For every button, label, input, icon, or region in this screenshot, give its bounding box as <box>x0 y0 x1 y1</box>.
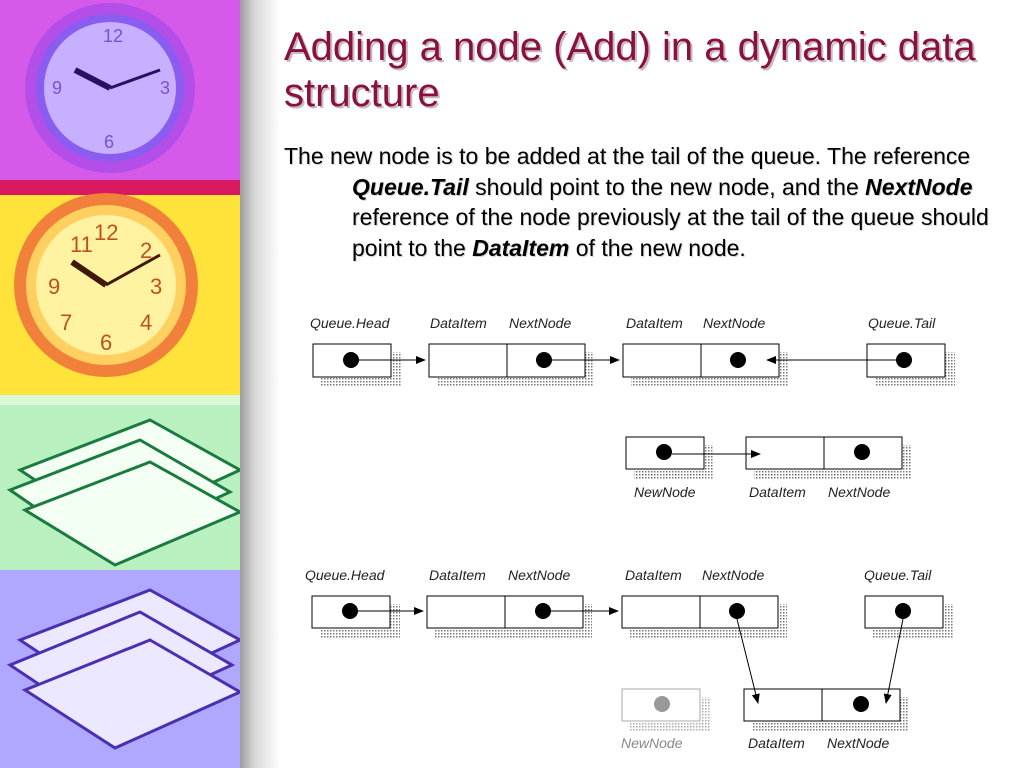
pointer-dot <box>853 696 869 712</box>
queue-tail-box <box>864 595 953 638</box>
slide-title: Adding a node (Add) in a dynamic data st… <box>284 25 976 115</box>
pointer-dot <box>729 603 745 619</box>
pointer-dot <box>896 352 912 368</box>
svg-text:9: 9 <box>48 274 60 299</box>
svg-text:3: 3 <box>160 78 170 98</box>
arrow-tail-to-new-node <box>883 618 904 704</box>
queue-head-box <box>311 595 400 638</box>
term-nextnode: NextNode <box>865 173 973 200</box>
clock-and-papers-illustration: 12 3 6 9 12 3 6 9 11 2 7 4 <box>0 0 242 768</box>
svg-text:11: 11 <box>70 232 93 257</box>
pointer-dot <box>342 603 358 619</box>
svg-text:6: 6 <box>100 330 112 355</box>
pointer-dot-faded <box>654 696 670 712</box>
label-new-nextnode: NextNode <box>828 484 890 500</box>
node2-box <box>622 343 788 386</box>
label-queue-head: Queue.Head <box>305 567 386 583</box>
label-new-dataitem: DataItem <box>748 735 805 751</box>
node2-box <box>621 595 787 638</box>
svg-text:12: 12 <box>103 26 123 46</box>
svg-text:4: 4 <box>140 310 152 335</box>
body-text-part2: should point to the new node, and the <box>468 173 866 200</box>
pointer-dot <box>343 352 359 368</box>
queue-head-box <box>312 343 401 386</box>
label-node1-dataitem: DataItem <box>429 567 486 583</box>
term-queue-tail: Queue.Tail <box>352 173 469 200</box>
label-new-nextnode: NextNode <box>827 735 889 751</box>
label-new-dataitem: DataItem <box>749 484 806 500</box>
label-node2-nextnode: NextNode <box>703 315 765 331</box>
sidebar-image-collage: 12 3 6 9 12 3 6 9 11 2 7 4 <box>0 0 242 768</box>
label-node1-nextnode: NextNode <box>508 567 570 583</box>
label-newnode: NewNode <box>634 484 696 500</box>
newnode-box-faded <box>621 688 710 731</box>
svg-text:12: 12 <box>94 220 118 245</box>
body-text-part1: The new node is to be added at the tail … <box>284 143 971 169</box>
sidebar-shadow <box>240 0 280 768</box>
label-node2-nextnode: NextNode <box>702 567 764 583</box>
label-node2-dataitem: DataItem <box>625 567 682 583</box>
pointer-dot <box>656 444 672 460</box>
slide-body-text: The new node is to be added at the tail … <box>284 141 1024 263</box>
node1-box <box>426 595 592 638</box>
svg-text:3: 3 <box>150 274 162 299</box>
diagram-after: Queue.Head DataItem NextNode DataItem Ne… <box>305 567 953 751</box>
new-node-box <box>745 436 911 479</box>
diagram-before: Queue.Head DataItem NextNode DataItem Ne… <box>310 315 955 500</box>
label-newnode-faded: NewNode <box>621 735 683 751</box>
svg-text:7: 7 <box>60 310 72 335</box>
pointer-dot <box>535 603 551 619</box>
label-queue-head: Queue.Head <box>310 315 391 331</box>
label-node2-dataitem: DataItem <box>626 315 683 331</box>
pointer-dot <box>895 603 911 619</box>
label-queue-tail: Queue.Tail <box>864 567 932 583</box>
body-text-part3: reference of the node previously at the … <box>352 204 989 261</box>
pointer-dot <box>730 352 746 368</box>
label-node1-nextnode: NextNode <box>509 315 571 331</box>
node1-box <box>428 343 594 386</box>
label-queue-tail: Queue.Tail <box>868 315 936 331</box>
queue-tail-box <box>866 343 955 386</box>
newnode-box <box>625 436 714 479</box>
svg-text:2: 2 <box>140 238 152 263</box>
pointer-dot <box>854 444 870 460</box>
svg-text:9: 9 <box>52 78 62 98</box>
arrow-node2-next-to-new-node <box>736 618 760 704</box>
label-node1-dataitem: DataItem <box>430 315 487 331</box>
body-text-part4: of the new node. <box>569 234 746 261</box>
new-node-box <box>743 688 909 731</box>
svg-text:6: 6 <box>104 132 114 152</box>
pointer-dot <box>536 352 552 368</box>
term-dataitem: DataItem <box>472 234 570 261</box>
